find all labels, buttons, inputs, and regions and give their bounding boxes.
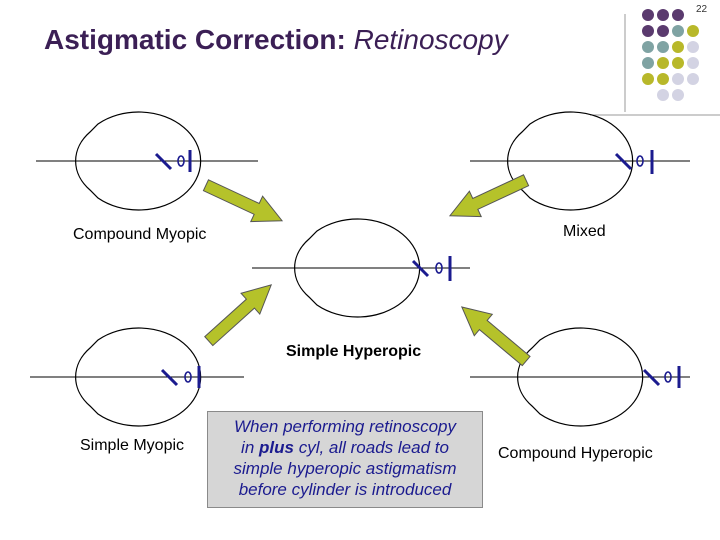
decorative-dot <box>687 41 699 53</box>
decorative-dot <box>642 41 654 53</box>
decorative-dot <box>642 73 654 85</box>
focal-line-marker-icon <box>411 256 452 281</box>
decorative-dot <box>657 73 669 85</box>
decorative-dot <box>672 57 684 69</box>
page-number: 22 <box>696 4 708 15</box>
focal-line-marker-icon <box>154 150 192 172</box>
eye-simple-myopic-icon <box>30 327 244 427</box>
title-sub: Retinoscopy <box>353 24 508 55</box>
label-simple-hyperopic: Simple Hyperopic <box>286 343 422 360</box>
eye-compound-hyperopic-icon <box>470 327 690 427</box>
note-line-1: When performing retinoscopy <box>233 417 457 436</box>
eye-mixed-icon <box>470 111 690 211</box>
page-title: Astigmatic Correction: Retinoscopy <box>44 24 508 56</box>
retinoscopy-note: When performing retinoscopy in plus cyl,… <box>207 411 483 508</box>
eye-compound-myopic-icon <box>36 111 258 211</box>
note-line-4: before cylinder is introduced <box>238 480 452 499</box>
note-line-2: in plus cyl, all roads lead to <box>241 438 449 457</box>
focal-line-marker-icon <box>642 366 681 388</box>
decorative-dot <box>687 25 699 37</box>
decorative-dot <box>687 57 699 69</box>
decorative-dot <box>657 57 669 69</box>
decorative-dot <box>672 25 684 37</box>
decorative-dot <box>672 9 684 21</box>
arrow-simple-myopic-to-center-icon <box>198 273 282 353</box>
arrow-compound-myopic-to-center-icon <box>199 172 289 234</box>
label-simple-myopic: Simple Myopic <box>80 437 185 454</box>
decorative-dot <box>657 41 669 53</box>
decorative-dot <box>642 57 654 69</box>
focal-line-marker-icon <box>160 366 201 388</box>
arrow-compound-hyperopic-to-center-icon <box>452 295 536 373</box>
decorative-dot <box>657 89 669 101</box>
decorative-dot <box>657 25 669 37</box>
note-line-3: simple hyperopic astigmatism <box>233 459 457 478</box>
arrow-mixed-to-center-icon <box>443 167 533 229</box>
decorative-dot <box>657 9 669 21</box>
title-main: Astigmatic Correction: <box>44 24 346 55</box>
decorative-dot-grid-icon <box>642 9 699 101</box>
focal-line-marker-icon <box>614 150 654 174</box>
decorative-dot <box>642 25 654 37</box>
decorative-dot <box>672 73 684 85</box>
decorative-dot <box>672 41 684 53</box>
decorative-dot <box>672 89 684 101</box>
decorative-dot <box>642 9 654 21</box>
label-mixed: Mixed <box>563 223 606 240</box>
decorative-dot <box>687 73 699 85</box>
label-compound-hyperopic: Compound Hyperopic <box>498 445 653 462</box>
eye-simple-hyperopic-icon <box>252 218 470 318</box>
label-compound-myopic: Compound Myopic <box>73 226 207 243</box>
